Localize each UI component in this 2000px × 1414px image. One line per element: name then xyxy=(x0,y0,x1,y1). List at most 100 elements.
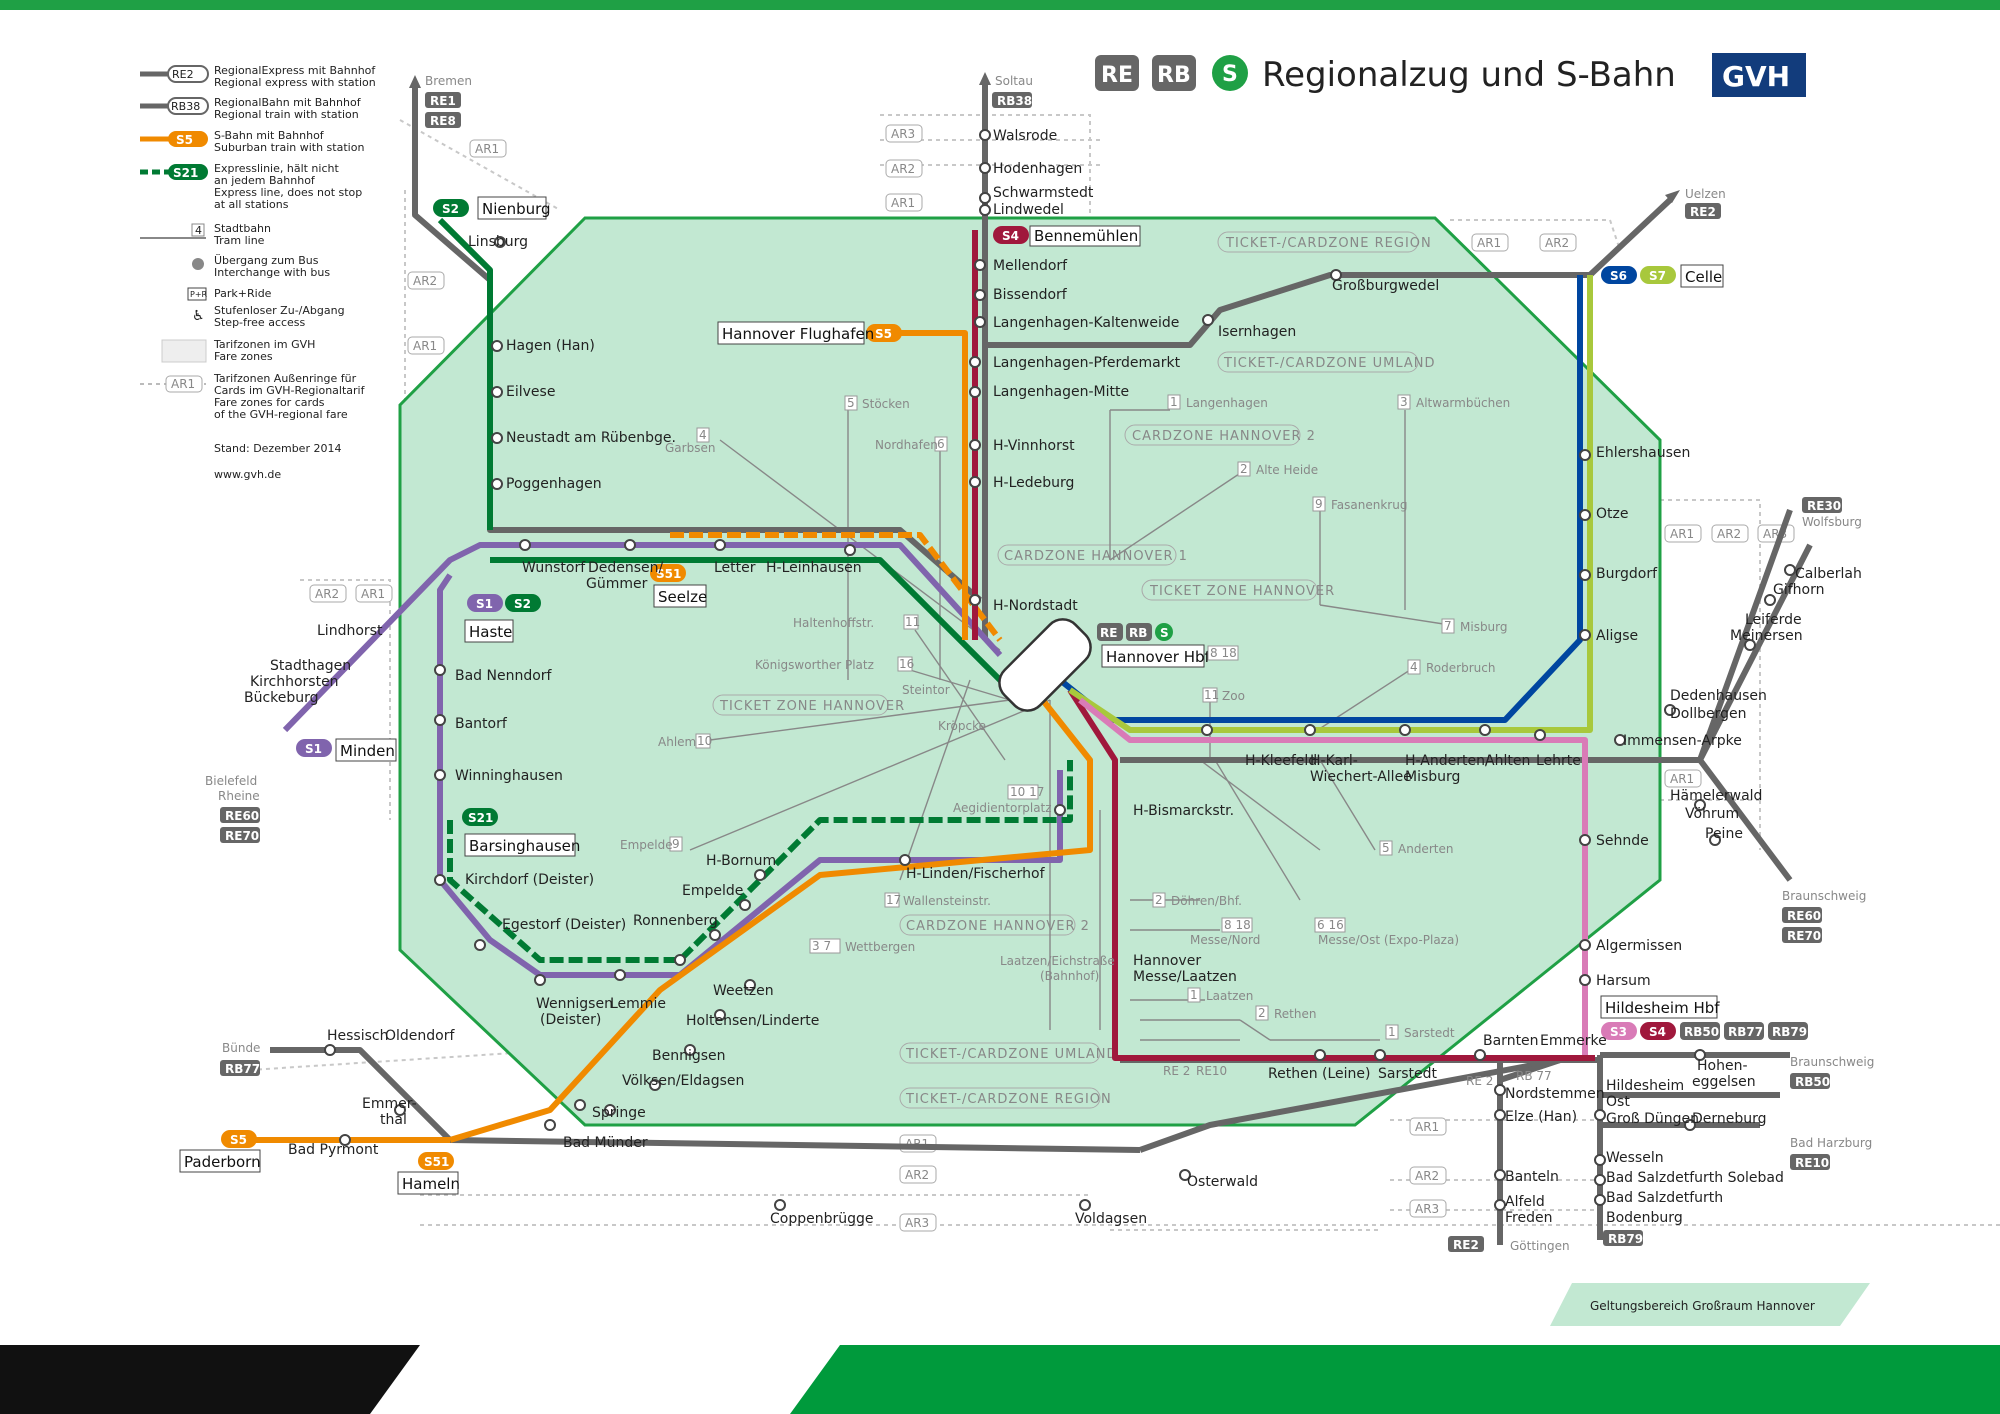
svg-text:Hagen (Han): Hagen (Han) xyxy=(506,338,595,354)
svg-text:17: 17 xyxy=(886,893,901,907)
svg-text:Bad Münder: Bad Münder xyxy=(563,1135,648,1151)
station-nienburg: Nienburg xyxy=(482,200,551,218)
svg-text:Messe/Ost (Expo-Plaza): Messe/Ost (Expo-Plaza) xyxy=(1318,933,1459,947)
svg-text:Garbsen: Garbsen xyxy=(665,441,715,455)
svg-text:AR2: AR2 xyxy=(315,587,339,601)
svg-text:AR1: AR1 xyxy=(171,377,195,391)
zone-label-h2-top: CARDZONE HANNOVER 2 xyxy=(1132,429,1316,444)
svg-text:Bückeburg: Bückeburg xyxy=(244,690,319,706)
svg-text:Immensen-Arpke: Immensen-Arpke xyxy=(1623,733,1742,749)
svg-text:Lindwedel: Lindwedel xyxy=(993,202,1064,218)
svg-text:RE1: RE1 xyxy=(430,94,456,108)
svg-text:8 18: 8 18 xyxy=(1210,646,1237,660)
svg-text:Misburg: Misburg xyxy=(1460,620,1508,634)
svg-text:Steintor: Steintor xyxy=(902,683,950,697)
svg-text:RE30: RE30 xyxy=(1807,499,1841,513)
svg-text:Altwarmbüchen: Altwarmbüchen xyxy=(1416,396,1510,410)
svg-text:Ronnenberg: Ronnenberg xyxy=(633,913,718,929)
svg-text:Laatzen: Laatzen xyxy=(1206,989,1253,1003)
svg-text:Wesseln: Wesseln xyxy=(1606,1150,1664,1166)
svg-text:Langenhagen-Mitte: Langenhagen-Mitte xyxy=(993,384,1129,400)
svg-text:Regional train with station: Regional train with station xyxy=(214,108,359,121)
svg-text:Egestorf (Deister): Egestorf (Deister) xyxy=(502,917,626,933)
svg-text:Cards im GVH-Regionaltarif: Cards im GVH-Regionaltarif xyxy=(214,384,366,397)
svg-text:AR3: AR3 xyxy=(891,127,915,141)
zone-label-region-top: TICKET-/CARDZONE REGION xyxy=(1225,236,1432,251)
svg-text:Interchange with bus: Interchange with bus xyxy=(214,266,330,279)
tram-lines xyxy=(689,409,1451,1041)
svg-text:Kirchhorsten: Kirchhorsten xyxy=(250,674,339,690)
svg-text:Rheine: Rheine xyxy=(218,789,260,803)
svg-text:S5: S5 xyxy=(230,1133,247,1147)
svg-text:9: 9 xyxy=(1315,497,1323,511)
svg-text:Step-free access: Step-free access xyxy=(214,316,306,329)
svg-text:Bennigsen: Bennigsen xyxy=(652,1048,726,1064)
svg-text:AR2: AR2 xyxy=(891,162,915,176)
svg-text:Hannover: Hannover xyxy=(1133,953,1201,969)
svg-text:S7: S7 xyxy=(1649,269,1666,283)
svg-text:Bad Salzdetfurth: Bad Salzdetfurth xyxy=(1606,1190,1723,1206)
svg-text:AR2: AR2 xyxy=(1717,527,1741,541)
svg-text:RB79: RB79 xyxy=(1608,1232,1643,1246)
svg-text:H-Vinnhorst: H-Vinnhorst xyxy=(993,438,1075,454)
svg-text:Poggenhagen: Poggenhagen xyxy=(506,476,602,492)
svg-text:an jedem Bahnhof: an jedem Bahnhof xyxy=(214,174,316,187)
validity-ribbon: Geltungsbereich Großraum Hannover xyxy=(1550,1283,1870,1326)
svg-text:Freden: Freden xyxy=(1505,1210,1552,1226)
svg-text:Linsburg: Linsburg xyxy=(468,234,528,250)
station-flughafen: Hannover Flughafen xyxy=(722,325,874,343)
svg-text:Burgdorf: Burgdorf xyxy=(1596,566,1658,582)
station-paderborn: Paderborn xyxy=(184,1153,261,1171)
station-celle: Celle xyxy=(1685,268,1722,286)
svg-text:5: 5 xyxy=(847,396,855,410)
svg-text:Barnten: Barnten xyxy=(1483,1033,1539,1049)
svg-text:Wolfsburg: Wolfsburg xyxy=(1802,515,1862,529)
svg-text:Ahlten: Ahlten xyxy=(1485,753,1530,769)
svg-text:Wunstorf: Wunstorf xyxy=(522,560,586,576)
svg-text:Gifhorn: Gifhorn xyxy=(1773,582,1825,598)
svg-text:Zoo: Zoo xyxy=(1222,689,1245,703)
svg-text:4: 4 xyxy=(699,428,707,442)
endpoints: Bremen RE1 RE8 Soltau RB38 Uelzen RE2 RE… xyxy=(205,72,1874,1253)
svg-text:1: 1 xyxy=(1190,988,1198,1002)
svg-text:Messe/Laatzen: Messe/Laatzen xyxy=(1133,969,1237,985)
svg-text:Isernhagen: Isernhagen xyxy=(1218,324,1296,340)
svg-text:Tarifzonen im GVH: Tarifzonen im GVH xyxy=(213,338,315,351)
svg-text:Ahlem: Ahlem xyxy=(658,735,696,749)
svg-text:Döhren/Bhf.: Döhren/Bhf. xyxy=(1171,894,1242,908)
svg-text:RB50: RB50 xyxy=(1795,1075,1830,1089)
svg-text:Langenhagen: Langenhagen xyxy=(1186,396,1268,410)
svg-text:www.gvh.de: www.gvh.de xyxy=(214,468,281,481)
svg-text:Langenhagen-Pferdemarkt: Langenhagen-Pferdemarkt xyxy=(993,355,1181,371)
svg-text:RE: RE xyxy=(1100,626,1117,640)
svg-text:Hessisch: Hessisch xyxy=(327,1028,388,1044)
gvh-logo xyxy=(1712,53,1806,97)
svg-text:Bodenburg: Bodenburg xyxy=(1606,1210,1683,1226)
tram-labels: 5 Stöcken 6 Nordhafen 4 Garbsen 1 Langen… xyxy=(620,394,1510,1040)
svg-text:Bantorf: Bantorf xyxy=(455,716,508,732)
svg-text:Lemmie: Lemmie xyxy=(610,996,666,1012)
title-block: RE RB S Regionalzug und S-Bahn GVH xyxy=(1095,53,1806,97)
svg-text:RB38: RB38 xyxy=(171,100,200,113)
track-label-rb77: RB 77 xyxy=(1516,1069,1552,1083)
svg-text:RE70: RE70 xyxy=(1787,929,1821,943)
track-label-re10: RE10 xyxy=(1196,1064,1227,1078)
ar-badges: AR1 AR2 AR1 AR3 AR2 AR1 AR1 AR2 AR1 AR2 … xyxy=(309,124,1795,1232)
svg-text:RB79: RB79 xyxy=(1772,1025,1807,1039)
svg-text:RE60: RE60 xyxy=(1787,909,1821,923)
station-hildesheim: Hildesheim Hbf xyxy=(1605,999,1720,1017)
svg-text:Winninghausen: Winninghausen xyxy=(455,768,563,784)
svg-text:RE10: RE10 xyxy=(1795,1156,1829,1170)
hbf-hub[interactable] xyxy=(992,612,1098,718)
svg-text:AR3: AR3 xyxy=(905,1216,929,1230)
svg-text:AR1: AR1 xyxy=(361,587,385,601)
svg-text:9: 9 xyxy=(672,837,680,851)
svg-text:H-Karl-: H-Karl- xyxy=(1310,753,1358,769)
svg-text:H-Leinhausen: H-Leinhausen xyxy=(766,560,862,576)
svg-text:AR2: AR2 xyxy=(905,1168,929,1182)
svg-text:Walsrode: Walsrode xyxy=(993,128,1057,144)
svg-text:Neustadt am Rübenbge.: Neustadt am Rübenbge. xyxy=(506,430,676,446)
station-barsinghausen: Barsinghausen xyxy=(469,837,580,855)
svg-text:Holtensen/Linderte: Holtensen/Linderte xyxy=(686,1013,819,1029)
svg-text:RE8: RE8 xyxy=(430,114,456,128)
